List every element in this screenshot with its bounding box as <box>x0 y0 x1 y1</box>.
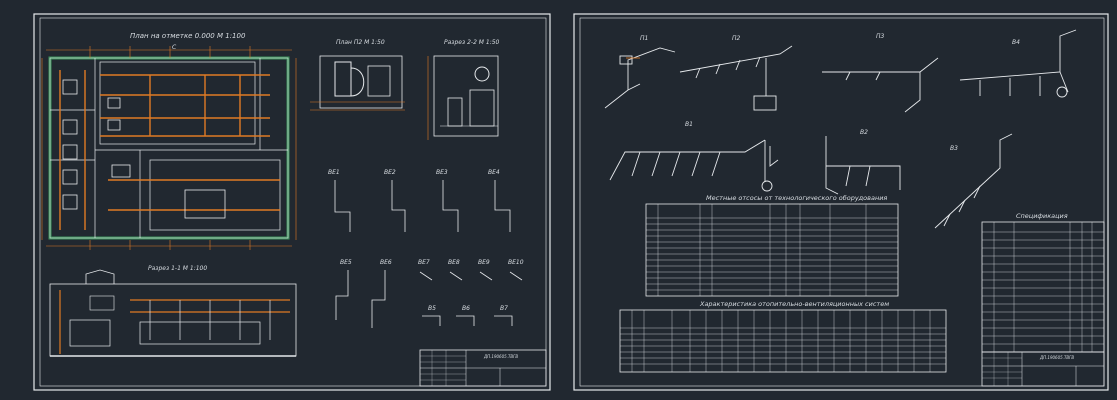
sheet-2-inner-frame <box>579 17 1105 387</box>
riser-label: В5 <box>428 305 436 312</box>
riser-label: ВЕ7 <box>418 259 430 266</box>
riser-label: ВЕ1 <box>328 169 340 176</box>
spec-title: Спецификация <box>1016 212 1068 220</box>
section-marker-c: С <box>172 44 177 51</box>
section-22-title: Разрез 2-2 М 1:50 <box>444 39 500 46</box>
isometric-schemes <box>604 29 1077 229</box>
title-block-sheet-1: ДП.190605.ТВГВ <box>419 349 547 387</box>
riser-label: ВЕ5 <box>340 259 352 266</box>
riser-label: ВЕ4 <box>488 169 500 176</box>
plan-p2-title: План П2 М 1:50 <box>336 39 385 46</box>
riser-label: ВЕ8 <box>448 259 460 266</box>
stamp-code: ДП.190605.ТВГВ <box>1039 355 1074 360</box>
plan-p2 <box>310 55 405 111</box>
sheet-1-outer-frame <box>33 13 551 391</box>
specification-table <box>981 221 1105 353</box>
table-local-exhausts <box>645 203 899 297</box>
stamp-code: ДП.190605.ТВГВ <box>483 354 518 359</box>
section-11 <box>49 269 297 357</box>
riser-label: В6 <box>462 305 470 312</box>
riser-label: ВЕ3 <box>436 169 448 176</box>
riser-label: В7 <box>500 305 508 312</box>
section-11-title: Разрез 1-1 М 1:100 <box>148 265 207 272</box>
table2-title: Характеристика отопительно-вентиляционны… <box>699 300 889 308</box>
system-label: В4 <box>1012 39 1020 46</box>
section-22 <box>427 55 499 140</box>
title-block-sheet-2: ДП.190605.ТВГВ <box>981 351 1105 387</box>
riser-label: ВЕ10 <box>508 259 524 266</box>
sheet-1-inner-frame <box>39 17 547 387</box>
riser-diagrams-top: ВЕ1 ВЕ2 ВЕ3 ВЕ4 <box>328 169 511 232</box>
riser-label: ВЕ6 <box>380 259 392 266</box>
system-label: В2 <box>860 129 868 136</box>
system-label: В1 <box>685 121 693 128</box>
system-label: В3 <box>950 145 958 152</box>
sheet-1: План на отметке 0.000 М 1:100 С <box>33 13 551 391</box>
system-label: П2 <box>732 35 741 42</box>
plan-title: План на отметке 0.000 М 1:100 <box>130 32 246 40</box>
table1-title: Местные отсосы от технологического обору… <box>706 194 887 202</box>
riser-diagrams-bottom: ВЕ5 ВЕ6 ВЕ7 ВЕ8 ВЕ9 ВЕ10 В5 В6 В7 <box>335 259 524 328</box>
sheet-2: П1 П2 П3 В4 В1 В2 В3 <box>573 13 1109 391</box>
riser-label: ВЕ9 <box>478 259 490 266</box>
riser-label: ВЕ2 <box>384 169 396 176</box>
sheet-2-outer-frame <box>573 13 1109 391</box>
table-hvac-systems <box>619 309 947 373</box>
system-label: П1 <box>640 35 648 42</box>
system-label: П3 <box>876 33 885 40</box>
floor-plan <box>41 46 297 250</box>
